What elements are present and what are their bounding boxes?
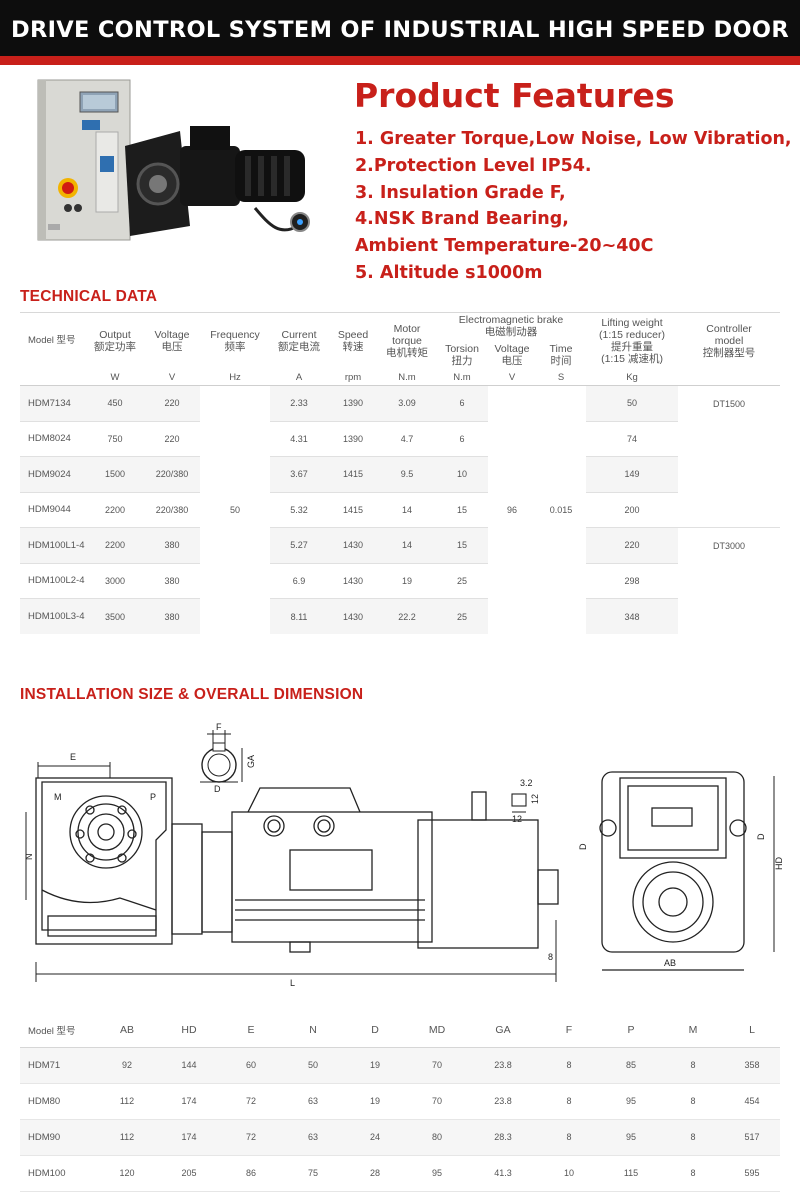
table-row: HDM90 112 174 72 63 24 80 28.3 8 95 8 51…	[20, 1119, 780, 1156]
header-stripe	[0, 56, 800, 65]
unit: S	[536, 369, 587, 386]
controller-dt1500: DT1500	[678, 385, 781, 528]
unit: rpm	[328, 369, 378, 386]
table-row: HDM100 120 205 86 75 28 95 41.3 10 115 8…	[20, 1155, 780, 1192]
label-d-shaft: D	[214, 784, 221, 794]
unit: W	[86, 369, 144, 386]
table-row: HDM9044 2200 220/380 5.32 1415 14 15 200	[20, 491, 780, 528]
shared-brake-voltage: 96	[488, 385, 536, 634]
features-list: 1. Greater Torque,Low Noise, Low Vibrati…	[355, 126, 792, 287]
shared-frequency: 50	[200, 385, 270, 634]
table-row: HDM7134 450 220 50 2.33 1390 3.09 6 96 0…	[20, 385, 781, 634]
col-lifting: Lifting weight(1:15 reducer)提升重量(1:15 减速…	[586, 312, 679, 370]
table-row: HDM71 92 144 60 50 19 70 23.8 8 85 8 358	[20, 1047, 780, 1084]
unit: V	[144, 369, 200, 386]
label-hd: HD	[774, 857, 784, 870]
unit: Kg	[586, 369, 679, 386]
table-row: HDM80 112 174 72 63 19 70 23.8 8 95 8 45…	[20, 1083, 780, 1120]
label-d-left: D	[578, 843, 588, 850]
feature-item: 2.Protection Level IP54.	[355, 155, 592, 176]
label-l: L	[290, 978, 295, 988]
dimension-table: Model 型号 AB HD E N D MD GA F P M L HDM71…	[20, 1013, 780, 1192]
product-image	[37, 79, 310, 241]
unit: N.m	[378, 369, 436, 386]
page-title: DRIVE CONTROL SYSTEM OF INDUSTRIAL HIGH …	[11, 17, 789, 43]
label-8: 8	[548, 952, 553, 962]
table-row: HDM8024 750 220 4.31 1390 4.7 6 74	[20, 420, 780, 457]
label-n: N	[24, 854, 34, 861]
motor-side-icon	[171, 787, 559, 953]
end-view-icon	[599, 771, 747, 971]
label-ab: AB	[664, 958, 676, 968]
unit: A	[270, 369, 328, 386]
table-row: HDM100L2-4 3000 380 6.9 1430 19 25 298	[20, 562, 780, 599]
units-row: W V Hz A rpm N.m N.m V S Kg	[20, 369, 781, 386]
dimension-drawing: F GA D E M P N L	[24, 722, 784, 988]
technical-data-title: TECHNICAL DATA	[20, 288, 158, 305]
label-ga: GA	[246, 755, 256, 768]
shared-time: 0.015	[536, 385, 587, 634]
control-box-icon	[37, 79, 131, 241]
label-m: M	[54, 792, 62, 802]
table-row: HDM100L1-4 2200 380 5.27 1430 14 15 220 …	[20, 527, 781, 634]
table-row: HDM100L3-4 3500 380 8.11 1430 22.2 25 34…	[20, 598, 780, 634]
motor-icon	[125, 126, 310, 236]
feature-item: 1. Greater Torque,Low Noise, Low Vibrati…	[355, 129, 792, 149]
gearbox-icon	[35, 777, 173, 945]
installation-title: INSTALLATION SIZE & OVERALL DIMENSION	[20, 686, 364, 703]
header-bar	[0, 0, 800, 56]
feature-item: 3. Insulation Grade F,	[355, 182, 566, 203]
controller-dt3000: DT3000	[678, 527, 781, 634]
feature-item: 4.NSK Brand Bearing,	[355, 209, 569, 230]
feature-item: 5. Altitude s1000m	[355, 262, 543, 283]
unit: V	[488, 369, 536, 386]
label-key-32: 3.2	[520, 778, 533, 788]
unit: Hz	[200, 369, 270, 386]
feature-item: Ambient Temperature-20~40C	[355, 236, 654, 257]
label-key-12b: 12	[512, 814, 522, 824]
label-e: E	[70, 752, 76, 762]
dimension-header-row: Model 型号 AB HD E N D MD GA F P M L	[20, 1013, 780, 1048]
label-key-12a: 12	[530, 794, 540, 804]
shaft-keyway-icon	[200, 730, 243, 783]
unit: N.m	[436, 369, 488, 386]
features-title: Product Features	[354, 76, 675, 115]
label-f: F	[216, 722, 222, 732]
label-d-right: D	[756, 833, 766, 840]
label-p: P	[150, 792, 156, 802]
col-model: Model 型号	[20, 312, 86, 370]
table-row: HDM9024 1500 220/380 3.67 1415 9.5 10 14…	[20, 456, 780, 492]
